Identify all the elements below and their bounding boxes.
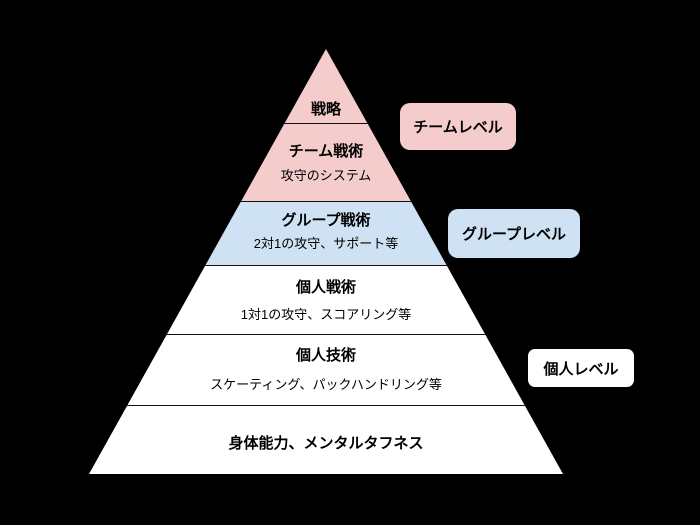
side-label-team-level: チームレベル — [400, 103, 516, 150]
pyramid-tier-individual-tactics: 個人戦術 1対1の攻守、スコアリング等 — [89, 265, 563, 334]
side-label-text: グループレベル — [461, 226, 567, 243]
tier-title: 戦略 — [310, 101, 341, 118]
tier-subtitle: 攻守のシステム — [280, 168, 372, 183]
tier-title: 身体能力、メンタルタフネス — [228, 435, 424, 452]
tier-subtitle: スケーティング、パックハンドリング等 — [210, 377, 442, 392]
tier-title: グループ戦術 — [281, 212, 371, 229]
side-label-text: 個人レベル — [543, 360, 619, 378]
tier-title: チーム戦術 — [288, 143, 364, 160]
side-label-individual-level: 個人レベル — [527, 348, 635, 388]
pyramid-tier-individual-skills: 個人技術 スケーティング、パックハンドリング等 — [89, 334, 563, 405]
tier-subtitle: 1対1の攻守、スコアリング等 — [240, 307, 412, 322]
side-label-text: チームレベル — [413, 119, 503, 136]
tier-title: 個人戦術 — [295, 279, 356, 296]
tier-subtitle: 2対1の攻守、サポート等 — [253, 236, 399, 251]
tier-title: 個人技術 — [295, 347, 356, 364]
pyramid-tier-physical-mental: 身体能力、メンタルタフネス — [89, 405, 563, 474]
side-label-group-level: グループレベル — [448, 209, 580, 258]
